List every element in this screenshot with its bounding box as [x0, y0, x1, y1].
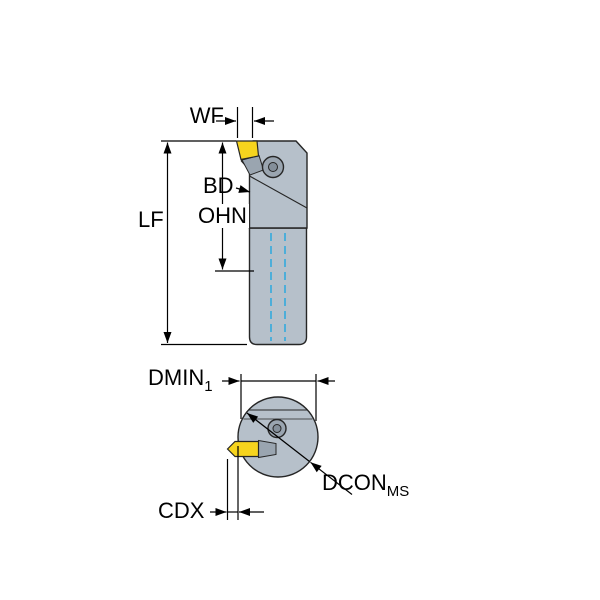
dcon-leader	[310, 461, 353, 495]
ohn-label: OHN	[196, 203, 249, 229]
insert-pocket	[258, 439, 277, 459]
tool-shank	[248, 227, 308, 346]
wf-label: WF	[189, 103, 224, 128]
lf-label: LF	[138, 207, 164, 232]
cutting-insert-end	[226, 440, 260, 458]
bd-label: BD	[203, 173, 234, 198]
dcon-subscript: MS	[386, 483, 410, 500]
screw-center-end	[272, 424, 282, 433]
end-view-dimensions	[210, 374, 353, 520]
cdx-label: CDX	[158, 498, 205, 523]
clamp-screw-center	[268, 162, 278, 172]
dmin-label: DMIN1	[148, 365, 213, 395]
bd-arrow	[235, 185, 251, 193]
dcon-diameter-line	[246, 412, 310, 462]
clamp-edge-line	[249, 175, 308, 209]
side-view	[235, 140, 308, 346]
cutting-insert-side	[235, 140, 260, 161]
dmin-subscript: 1	[204, 378, 213, 395]
dcon-label: DCONMS	[322, 470, 410, 500]
